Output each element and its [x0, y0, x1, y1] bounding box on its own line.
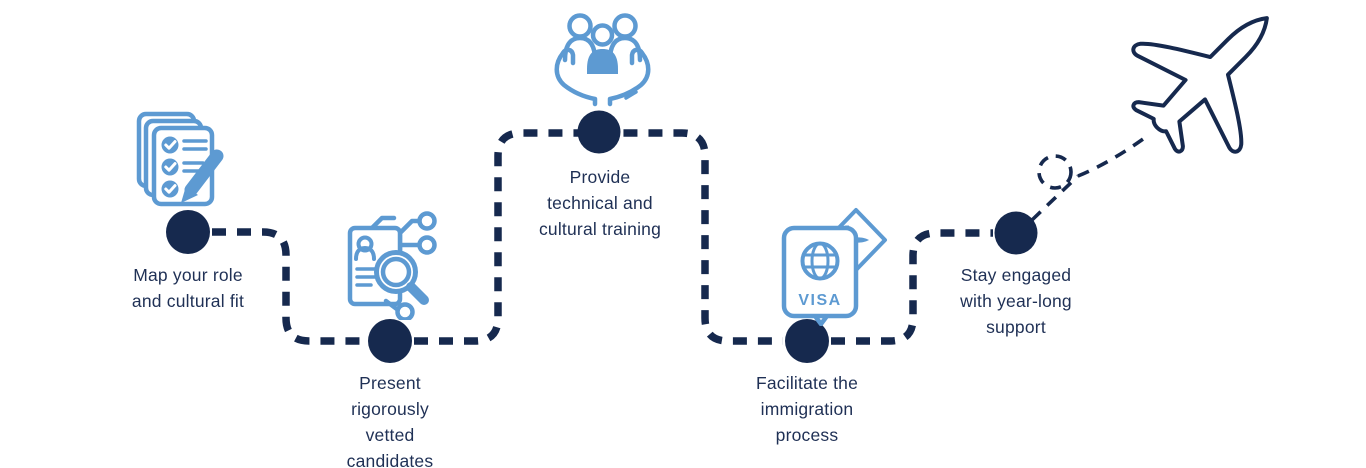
step-label-line: and cultural fit [131, 291, 245, 311]
pencil-icon [181, 149, 224, 203]
step-label-line: candidates [346, 451, 434, 468]
step-label-line: immigration [760, 399, 854, 419]
hand-sketch-stroke [624, 90, 638, 100]
step-4-label: Facilitate the immigration process [717, 370, 897, 448]
person-head [612, 13, 638, 39]
passport-visa-icon: VISA [781, 208, 887, 326]
left-hand [554, 50, 598, 107]
right-thumb [629, 47, 645, 66]
step-5-label: Stay engaged with year-long support [921, 262, 1111, 340]
step-node-2 [368, 319, 412, 363]
step-label-line: Stay engaged [960, 265, 1072, 285]
step-label-line: support [986, 317, 1046, 337]
step-label-line: rigorously [351, 399, 429, 419]
person-shoulders [354, 246, 376, 261]
step-node-5 [994, 211, 1038, 255]
step-label-line: Map your role [133, 265, 243, 285]
flight-trail-loop [1037, 154, 1073, 190]
passport-cover [781, 225, 859, 319]
globe-meridian [810, 242, 830, 280]
step-label-line: cultural training [538, 219, 662, 239]
left-thumb [560, 47, 576, 66]
flight-trail-segment-1 [1030, 174, 1080, 222]
step-label-line: vetted [365, 425, 415, 445]
step-label-line: technical and [547, 193, 653, 213]
person-head [590, 23, 615, 47]
route-segment-3 [831, 229, 993, 345]
candidate-search-icon [347, 211, 437, 320]
check-mark [164, 184, 177, 194]
person-head [567, 13, 593, 39]
magnifier-handle [406, 282, 429, 305]
magnifier-lens-inner [380, 256, 412, 288]
right-hand [607, 50, 651, 107]
step-label-line: Provide [569, 167, 631, 187]
check-mark [164, 162, 177, 172]
group-support-icon [554, 13, 651, 107]
network-node [417, 235, 437, 255]
airplane-outline-icon [1131, 16, 1269, 154]
checklist-pencil-icon [136, 111, 224, 207]
step-2-label: Present rigorously vetted candidates [310, 370, 470, 468]
person-body-filled [587, 49, 618, 74]
step-node-3 [577, 110, 621, 154]
check-mark [164, 140, 177, 150]
step-label-line: process [775, 425, 839, 445]
step-3-label: Provide technical and cultural training [505, 164, 695, 242]
step-label-line: Facilitate the [755, 373, 858, 393]
step-node-4 [785, 319, 829, 363]
step-node-1 [166, 210, 210, 254]
network-node [395, 302, 415, 320]
flight-trail-segment-2 [1077, 132, 1152, 178]
step-label-line: Present [359, 373, 421, 393]
visa-label: VISA [798, 292, 841, 309]
step-label-line: with year-long [960, 291, 1072, 311]
network-node [417, 211, 437, 231]
network-connector [397, 218, 421, 236]
route-segment-1 [212, 228, 366, 345]
person-head [356, 235, 374, 253]
step-1-label: Map your role and cultural fit [63, 262, 313, 314]
